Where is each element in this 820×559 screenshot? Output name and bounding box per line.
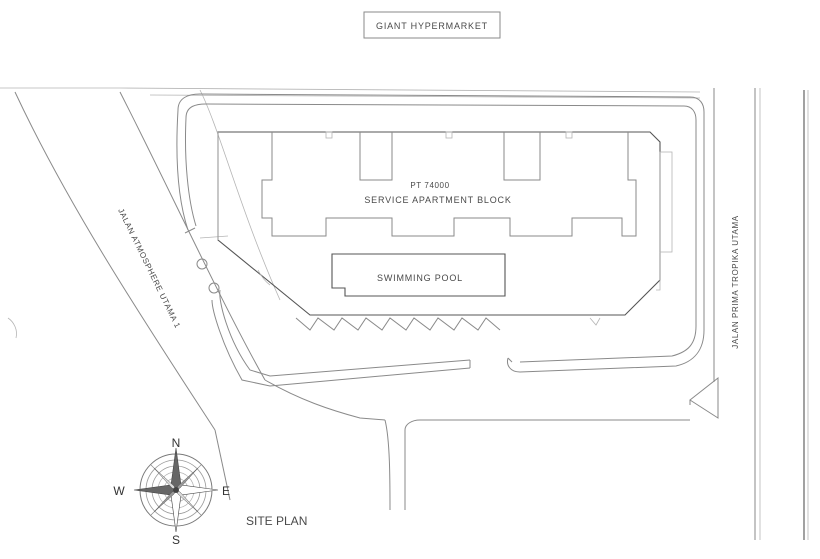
site-plan-title: SITE PLAN bbox=[246, 514, 307, 528]
building-footprint bbox=[217, 131, 673, 331]
swimming-pool-label: SWIMMING POOL bbox=[377, 273, 463, 283]
compass-rose bbox=[133, 447, 219, 533]
site-boundary bbox=[176, 93, 705, 387]
hypermarket-label-box: GIANT HYPERMARKET bbox=[363, 11, 501, 39]
lot-number-label: PT 74000 bbox=[410, 181, 449, 190]
road-label-left: JALAN ATMOSPHERE UTAMA 1 bbox=[116, 207, 182, 330]
road-label-right: JALAN PRIMA TROPIKA UTAMA bbox=[731, 215, 740, 348]
compass-north: N bbox=[172, 436, 181, 450]
swimming-pool: SWIMMING POOL bbox=[331, 253, 506, 297]
hypermarket-label: GIANT HYPERMARKET bbox=[376, 21, 488, 31]
road-edges bbox=[0, 87, 809, 540]
scan-mark bbox=[7, 317, 17, 339]
block-name-label: SERVICE APARTMENT BLOCK bbox=[364, 195, 511, 205]
compass-west: W bbox=[113, 484, 125, 498]
compass-south: S bbox=[172, 533, 180, 547]
compass-east: E bbox=[222, 484, 230, 498]
